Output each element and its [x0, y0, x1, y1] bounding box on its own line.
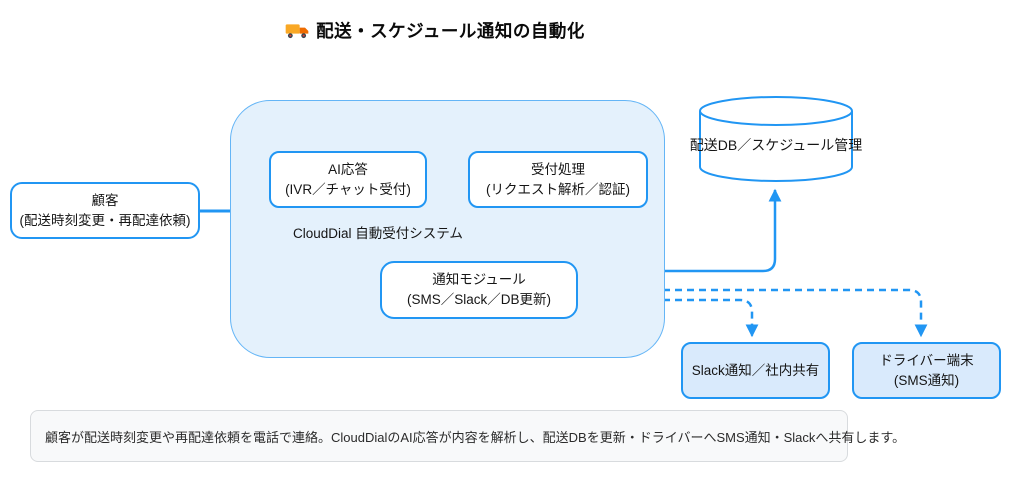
node-intake-line2: (リクエスト解析／認証): [486, 181, 630, 197]
node-slack-notification: Slack通知／社内共有: [681, 342, 830, 399]
node-slack-label: Slack通知／社内共有: [691, 362, 820, 378]
page-title: 配送・スケジュール通知の自動化: [316, 21, 585, 41]
container-clouddial-label: CloudDial 自動受付システム: [293, 226, 463, 241]
edge-notify-to-slack: [579, 298, 759, 338]
db-cylinder: [699, 96, 853, 182]
node-customer-line1: 顧客: [91, 192, 119, 208]
node-driver-line2: (SMS通知): [893, 372, 960, 388]
edge-notify-to-db: [579, 188, 782, 273]
note-text: 顧客が配送時刻変更や再配達依頼を電話で連絡。CloudDialのAI応答が内容を…: [45, 429, 906, 445]
node-intake-processing: 受付処理 (リクエスト解析／認証): [468, 151, 648, 208]
node-notify-line1: 通知モジュール: [432, 272, 526, 288]
node-notification-module: 通知モジュール (SMS／Slack／DB更新): [380, 261, 578, 319]
node-driver-terminal: ドライバー端末 (SMS通知): [852, 342, 1001, 399]
node-customer: 顧客 (配送時刻変更・再配達依頼): [10, 182, 200, 239]
db-label: 配送DB／スケジュール管理: [689, 137, 863, 153]
node-intake-line1: 受付処理: [531, 161, 585, 177]
node-customer-line2: (配送時刻変更・再配達依頼): [19, 212, 191, 228]
truck-icon: [285, 23, 309, 38]
edge-notify-to-driver: [579, 288, 928, 338]
node-notify-line2: (SMS／Slack／DB更新): [406, 292, 551, 307]
node-ai-response-line2: (IVR／チャット受付): [285, 181, 411, 197]
node-ai-response-line1: AI応答: [328, 161, 368, 177]
diagram-title: 配送・スケジュール通知の自動化: [230, 18, 640, 43]
note-box: 顧客が配送時刻変更や再配達依頼を電話で連絡。CloudDialのAI応答が内容を…: [30, 410, 905, 462]
node-driver-line1: ドライバー端末: [879, 352, 974, 368]
node-ai-response: AI応答 (IVR／チャット受付): [269, 151, 427, 208]
